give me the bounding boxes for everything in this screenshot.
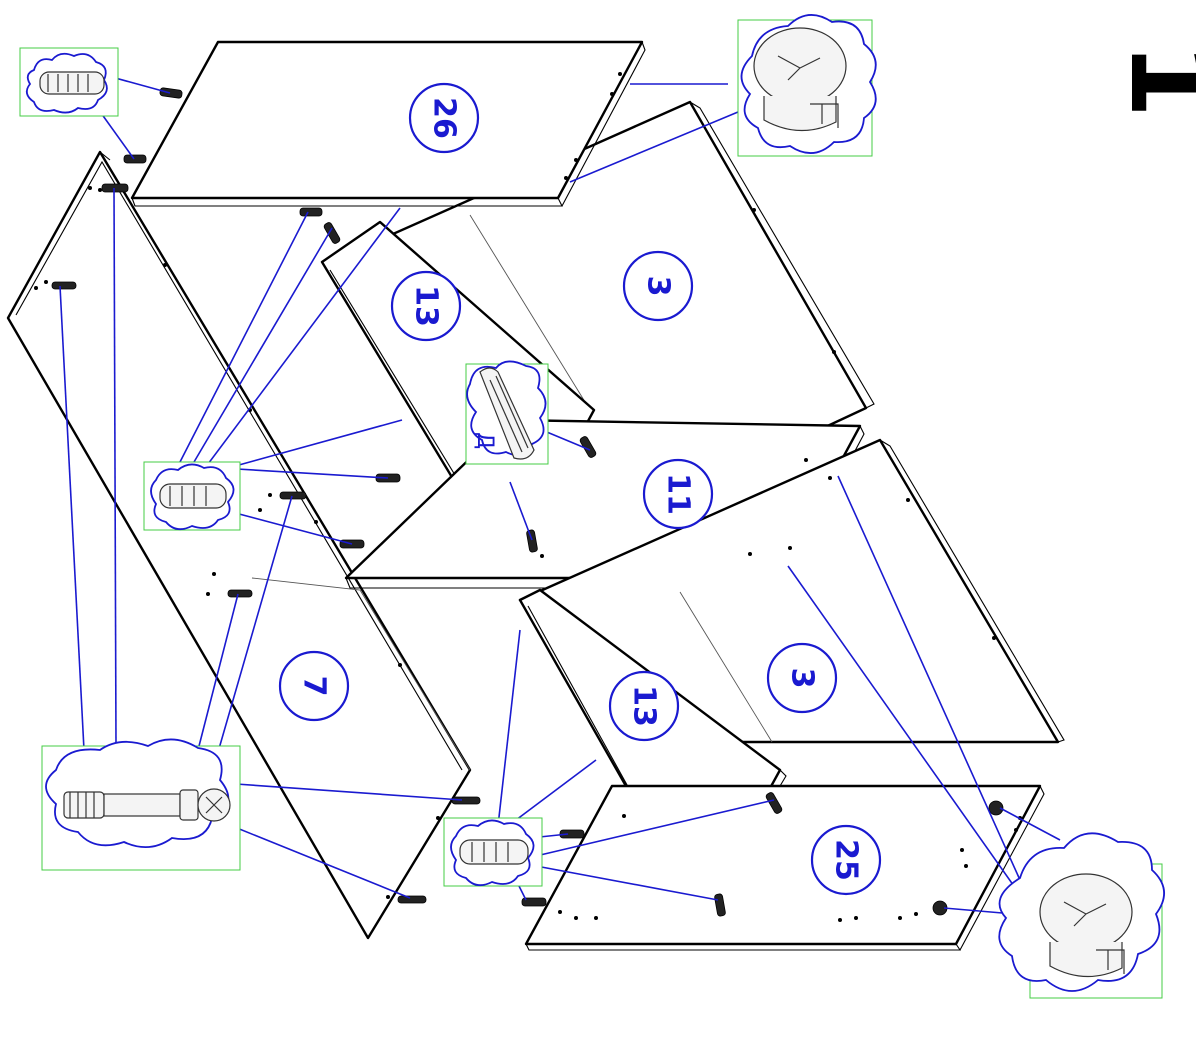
leader-lines xyxy=(59,75,1061,915)
svg-text:3: 3 xyxy=(785,668,820,689)
svg-text:26: 26 xyxy=(427,97,462,139)
svg-text:1: 1 xyxy=(1106,42,1196,119)
label-panel-11: 11 xyxy=(642,458,714,530)
label-panel-13-top: 13 xyxy=(390,270,462,342)
step-marker: 1 xyxy=(1106,42,1196,119)
callout-dowel-bottom xyxy=(443,817,543,887)
dowel-pins xyxy=(51,87,1004,917)
callout-cam-lock-bottom xyxy=(998,832,1165,999)
svg-text:3: 3 xyxy=(641,276,676,297)
fastener-holes xyxy=(34,72,1022,922)
callout-cam-bolt xyxy=(41,738,241,871)
svg-text:25: 25 xyxy=(829,839,864,881)
panel-7-shape xyxy=(251,577,471,771)
panel-26-shape xyxy=(130,40,646,207)
callout-dowel-letter: Д xyxy=(465,360,549,465)
svg-text:13: 13 xyxy=(627,685,662,727)
svg-text:13: 13 xyxy=(409,285,444,327)
label-panel-7: 7 xyxy=(278,650,350,722)
label-panel-3-top: 3 xyxy=(622,250,694,322)
svg-text:11: 11 xyxy=(661,473,696,515)
label-panel-13-bottom: 13 xyxy=(608,670,680,742)
panel-25-shape xyxy=(524,784,1045,951)
callout-cam-lock-top xyxy=(737,14,877,157)
svg-text:7: 7 xyxy=(297,676,332,697)
callout-dowel-top-left xyxy=(19,47,119,117)
label-panel-25: 25 xyxy=(810,824,882,896)
label-panel-26: 26 xyxy=(408,82,480,154)
label-panel-3-bottom: 3 xyxy=(766,642,838,714)
dowel-letter-label: Д xyxy=(472,432,497,449)
callout-dowel-middle-left xyxy=(143,461,241,531)
